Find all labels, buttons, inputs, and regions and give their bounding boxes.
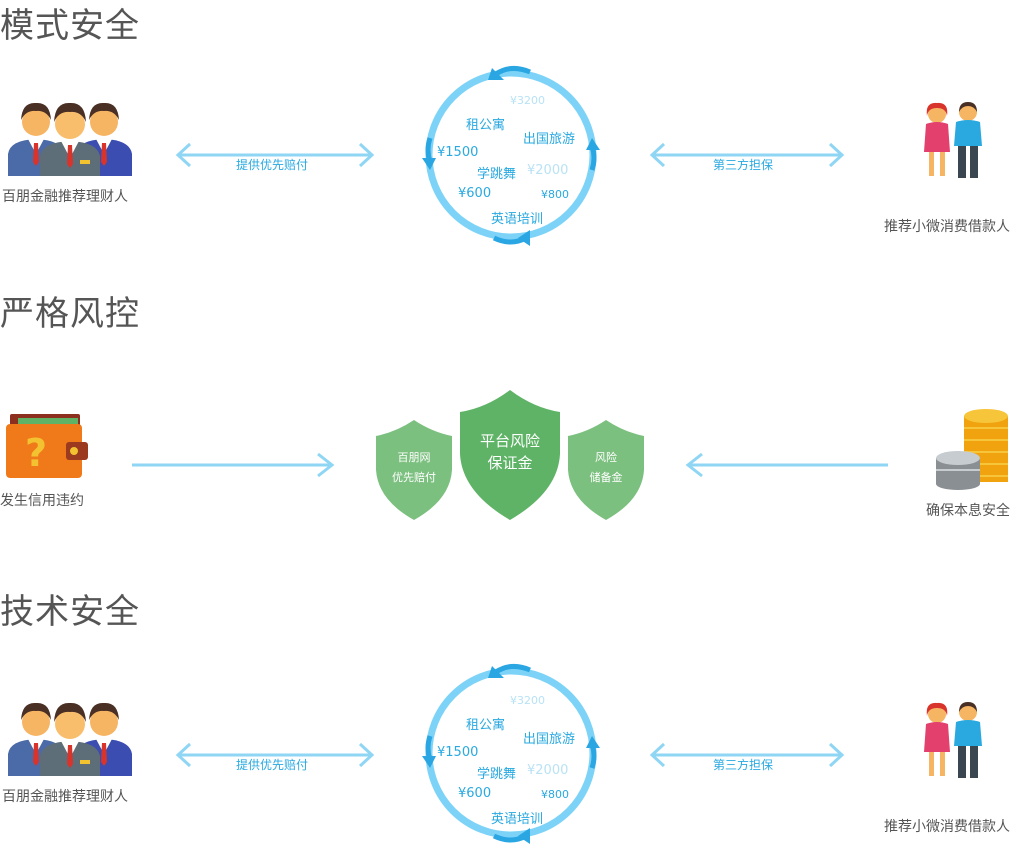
couple-icon: [920, 700, 986, 780]
left-caption-default: 发生信用违约: [0, 493, 84, 509]
shield-right-line2: 储备金: [589, 471, 623, 484]
arrow-left: [684, 452, 888, 478]
business-people-icon: [6, 696, 134, 776]
shield-center-line1: 平台风险: [479, 432, 540, 450]
cycle-value: ¥800: [541, 188, 569, 201]
cycle-value: ¥2000: [527, 163, 569, 178]
cycle-item: 出国旅游: [523, 132, 576, 147]
right-caption-secure: 确保本息安全: [926, 503, 1010, 519]
cycle-value: ¥3200: [510, 94, 545, 107]
cycle-item: 租公寓: [466, 718, 506, 733]
cycle-item: 英语培训: [491, 212, 544, 227]
section-title-risk: 严格风控: [0, 294, 140, 334]
cycle-value: ¥800: [541, 788, 569, 801]
shield-icon: [458, 388, 562, 522]
double-arrow-right: [648, 140, 846, 170]
arrow-label-third-party: 第三方担保: [713, 158, 774, 172]
shield-right-line1: 风险: [595, 451, 617, 464]
business-people-icon: [6, 96, 134, 176]
cycle-value: ¥1500: [437, 745, 479, 760]
couple-icon: [920, 100, 986, 180]
right-caption-borrower: 推荐小微消费借款人: [884, 219, 1010, 235]
cycle-value: ¥3200: [510, 694, 545, 707]
shield-left-line2: 优先赔付: [392, 471, 436, 484]
wallet-question-icon: ?: [4, 412, 90, 480]
shield-left-line1: 百朋网: [397, 451, 431, 464]
svg-text:?: ?: [25, 431, 47, 475]
section-title-mode: 模式安全: [0, 6, 140, 46]
cycle-value: ¥1500: [437, 145, 479, 160]
cycle-item: 英语培训: [491, 812, 544, 827]
shield-center-line2: 保证金: [487, 454, 533, 472]
cycle-value: ¥2000: [527, 763, 569, 778]
shield-icon: [374, 418, 454, 522]
arrow-label-priority-payment: 提供优先赔付: [236, 758, 309, 772]
left-caption-investor: 百朋金融推荐理财人: [2, 789, 128, 805]
cycle-item: 学跳舞: [477, 767, 517, 782]
cycle-arrows-icon: [418, 660, 604, 846]
shield-right-label: 风险 储备金: [566, 448, 646, 488]
double-arrow-right: [648, 740, 846, 770]
double-arrow-left: [174, 740, 376, 770]
section-title-tech: 技术安全: [0, 592, 140, 632]
cycle-item: 学跳舞: [477, 167, 517, 182]
cycle-item: 出国旅游: [523, 732, 576, 747]
shield-left-label: 百朋网 优先赔付: [374, 448, 454, 488]
coins-stack-icon: [934, 406, 1010, 490]
cycle-value: ¥600: [458, 786, 492, 801]
right-caption-borrower: 推荐小微消费借款人: [884, 819, 1010, 835]
cycle-item: 租公寓: [466, 118, 506, 133]
shield-center-label: 平台风险 保证金: [458, 430, 562, 474]
arrow-label-third-party: 第三方担保: [713, 758, 774, 772]
arrow-label-priority-payment: 提供优先赔付: [236, 158, 309, 172]
arrow-right: [132, 452, 336, 478]
double-arrow-left: [174, 140, 376, 170]
left-caption-investor: 百朋金融推荐理财人: [2, 189, 128, 205]
cycle-arrows-icon: [418, 62, 604, 248]
shield-icon: [566, 418, 646, 522]
cycle-value: ¥600: [458, 186, 492, 201]
